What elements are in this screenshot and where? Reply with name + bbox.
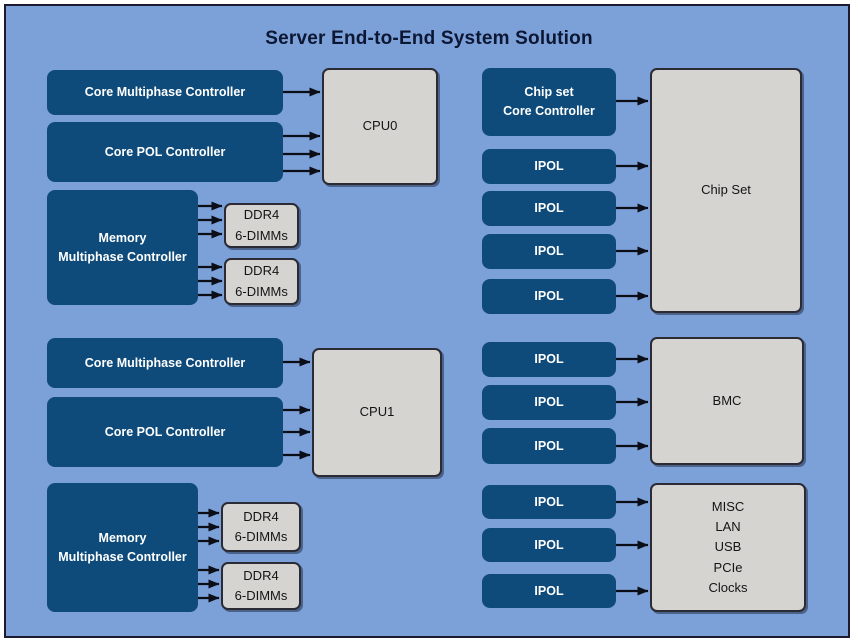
cpu1-ddr4-bottom-block: DDR4 6-DIMMs <box>221 562 301 610</box>
cpu1-core-multiphase-controller-label: Core Multiphase Controller <box>84 355 246 370</box>
misc-ipol-1-label: IPOL <box>534 494 564 509</box>
misc-ipol-3-label: IPOL <box>534 583 564 598</box>
bmc-ipol-2-label: IPOL <box>534 395 564 410</box>
cpu0-memory-label-line1: Memory <box>98 230 147 245</box>
cpu0-ddr4-bottom-block: DDR4 6-DIMMs <box>224 258 299 305</box>
cpu1-memory-label-line1: Memory <box>98 530 147 545</box>
chipset-core-controller-line2: Core Controller <box>503 104 595 118</box>
chipset-ipol-4-block: IPOL <box>482 279 616 314</box>
cpu0-block: CPU0 <box>322 68 438 185</box>
cpu0-ddr4-top-block: DDR4 6-DIMMs <box>224 203 299 248</box>
cpu1-ddr4-top-line2: 6-DIMMs <box>234 529 288 544</box>
misc-ipol-2-label: IPOL <box>534 537 564 552</box>
misc-ipol-1-block: IPOL <box>482 485 616 519</box>
cpu0-label: CPU0 <box>362 118 398 134</box>
cpu1-label: CPU1 <box>359 404 395 420</box>
cpu1-memory-multiphase-controller-block: Memory Multiphase Controller <box>47 483 198 612</box>
cpu0-core-multiphase-controller-block: Core Multiphase Controller <box>47 70 283 115</box>
cpu1-ddr4-bottom-line2: 6-DIMMs <box>234 588 288 603</box>
cpu1-block: CPU1 <box>312 348 442 477</box>
cpu1-core-multiphase-controller-block: Core Multiphase Controller <box>47 338 283 388</box>
cpu1-core-pol-controller-label: Core POL Controller <box>104 424 226 439</box>
cpu0-core-pol-controller-block: Core POL Controller <box>47 122 283 182</box>
cpu0-ddr4-top-line1: DDR4 <box>243 207 280 223</box>
chipset-ipol-3-label: IPOL <box>534 244 564 259</box>
misc-ipol-2-block: IPOL <box>482 528 616 562</box>
misc-line-usb: USB <box>714 539 742 555</box>
misc-block: MISC LAN USB PCIe Clocks <box>650 483 806 612</box>
misc-ipol-3-block: IPOL <box>482 574 616 608</box>
chipset-core-controller-block: Chip set Core Controller <box>482 68 616 136</box>
cpu0-ddr4-top-line2: 6-DIMMs <box>235 227 288 243</box>
chipset-block: Chip Set <box>650 68 802 313</box>
chipset-ipol-2-block: IPOL <box>482 191 616 226</box>
chipset-label: Chip Set <box>701 182 751 198</box>
cpu0-memory-multiphase-controller-block: Memory Multiphase Controller <box>47 190 198 305</box>
cpu1-core-pol-controller-block: Core POL Controller <box>47 397 283 467</box>
cpu0-memory-label-line2: Multiphase Controller <box>58 249 187 264</box>
misc-line-clocks: Clocks <box>708 579 748 595</box>
chipset-ipol-4-label: IPOL <box>534 289 564 304</box>
chipset-core-controller-line1: Chip set <box>524 85 574 100</box>
chipset-ipol-2-label: IPOL <box>534 201 564 216</box>
bmc-ipol-1-label: IPOL <box>534 352 564 367</box>
cpu1-ddr4-top-block: DDR4 6-DIMMs <box>221 502 301 552</box>
bmc-ipol-1-block: IPOL <box>482 342 616 377</box>
bmc-ipol-3-label: IPOL <box>534 438 564 453</box>
cpu0-ddr4-bottom-line1: DDR4 <box>243 263 280 279</box>
cpu1-ddr4-top-line1: DDR4 <box>243 508 279 524</box>
cpu0-core-pol-controller-label: Core POL Controller <box>104 144 226 159</box>
cpu1-ddr4-bottom-line1: DDR4 <box>243 567 279 583</box>
cpu0-core-multiphase-controller-label: Core Multiphase Controller <box>84 85 246 100</box>
misc-line-lan: LAN <box>715 519 741 535</box>
cpu1-memory-label-line2: Multiphase Controller <box>58 549 187 564</box>
chipset-ipol-1-block: IPOL <box>482 149 616 184</box>
bmc-ipol-3-block: IPOL <box>482 428 616 464</box>
bmc-label: BMC <box>712 392 742 408</box>
bmc-block: BMC <box>650 337 804 465</box>
chipset-ipol-3-block: IPOL <box>482 234 616 269</box>
misc-line-misc: MISC <box>711 499 745 515</box>
misc-line-pcie: PCIe <box>713 559 743 575</box>
cpu0-ddr4-bottom-line2: 6-DIMMs <box>235 283 288 299</box>
chipset-ipol-1-label: IPOL <box>534 159 564 174</box>
diagram-title: Server End-to-End System Solution <box>265 28 593 49</box>
bmc-ipol-2-block: IPOL <box>482 385 616 420</box>
